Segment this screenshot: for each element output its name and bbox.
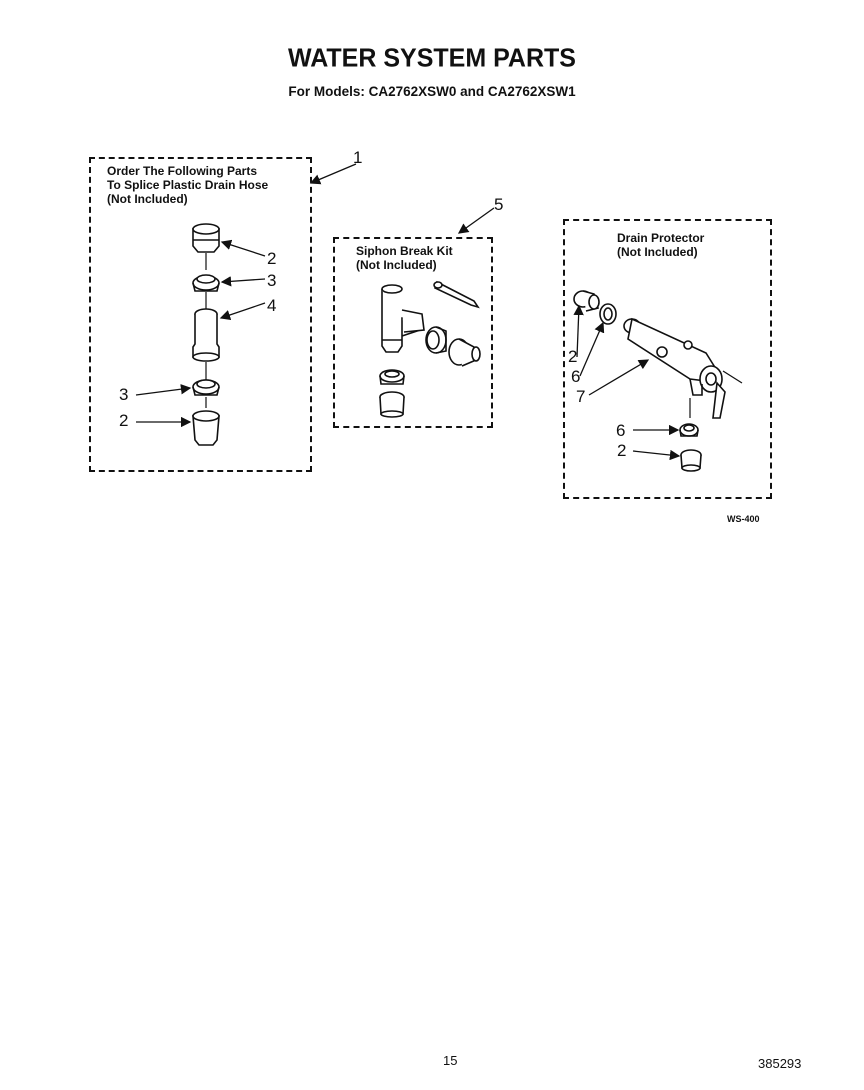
drain-body-part bbox=[623, 317, 743, 419]
hose-ring-bottom-part bbox=[192, 379, 220, 396]
hose-clamp-top-part bbox=[192, 223, 220, 253]
siphon-sleeve-part bbox=[379, 391, 405, 418]
callout-hose-2a: 2 bbox=[267, 249, 277, 268]
drain-cap-part bbox=[573, 290, 600, 312]
drain-ring-part bbox=[599, 303, 617, 325]
siphon-tee-part bbox=[381, 284, 425, 353]
siphon-nut-part bbox=[379, 369, 405, 385]
hose-clamp-bottom-part bbox=[192, 410, 220, 446]
figure-code: WS-400 bbox=[727, 514, 760, 524]
drain-cap-bottom-part bbox=[680, 449, 702, 472]
siphon-break-box bbox=[333, 237, 493, 428]
document-number: 385293 bbox=[758, 1056, 802, 1071]
callout-hose-4: 4 bbox=[267, 296, 277, 315]
callout-1: 1 bbox=[353, 148, 363, 167]
page-number: 15 bbox=[443, 1053, 458, 1068]
hose-splice-box bbox=[89, 157, 312, 472]
siphon-elbow-part bbox=[448, 338, 481, 367]
siphon-break-label: Siphon Break Kit (Not Included) bbox=[356, 244, 453, 272]
drain-protector-box bbox=[563, 219, 772, 499]
callout-hose-3a: 3 bbox=[267, 271, 277, 290]
drain-protector-label: Drain Protector (Not Included) bbox=[617, 231, 705, 259]
drain-ring-bottom-part bbox=[679, 423, 699, 437]
hose-connector-part bbox=[192, 308, 220, 362]
callout-drain-2a: 2 bbox=[568, 347, 578, 366]
callout-hose-3b: 3 bbox=[119, 385, 129, 404]
model-subtitle: For Models: CA2762XSW0 and CA2762XSW1 bbox=[288, 84, 576, 99]
callout-5: 5 bbox=[494, 195, 504, 214]
siphon-ring-part bbox=[425, 326, 447, 354]
page-title: WATER SYSTEM PARTS bbox=[288, 43, 576, 73]
siphon-pin-part bbox=[433, 280, 480, 309]
callout-drain-2b: 2 bbox=[617, 441, 627, 460]
callout-hose-2b: 2 bbox=[119, 411, 129, 430]
callout-drain-7: 7 bbox=[576, 387, 586, 406]
callout-drain-6a: 6 bbox=[571, 367, 581, 386]
hose-splice-label: Order The Following Parts To Splice Plas… bbox=[107, 164, 269, 206]
callout-drain-6b: 6 bbox=[616, 421, 626, 440]
hose-ring-top-part bbox=[192, 274, 220, 292]
